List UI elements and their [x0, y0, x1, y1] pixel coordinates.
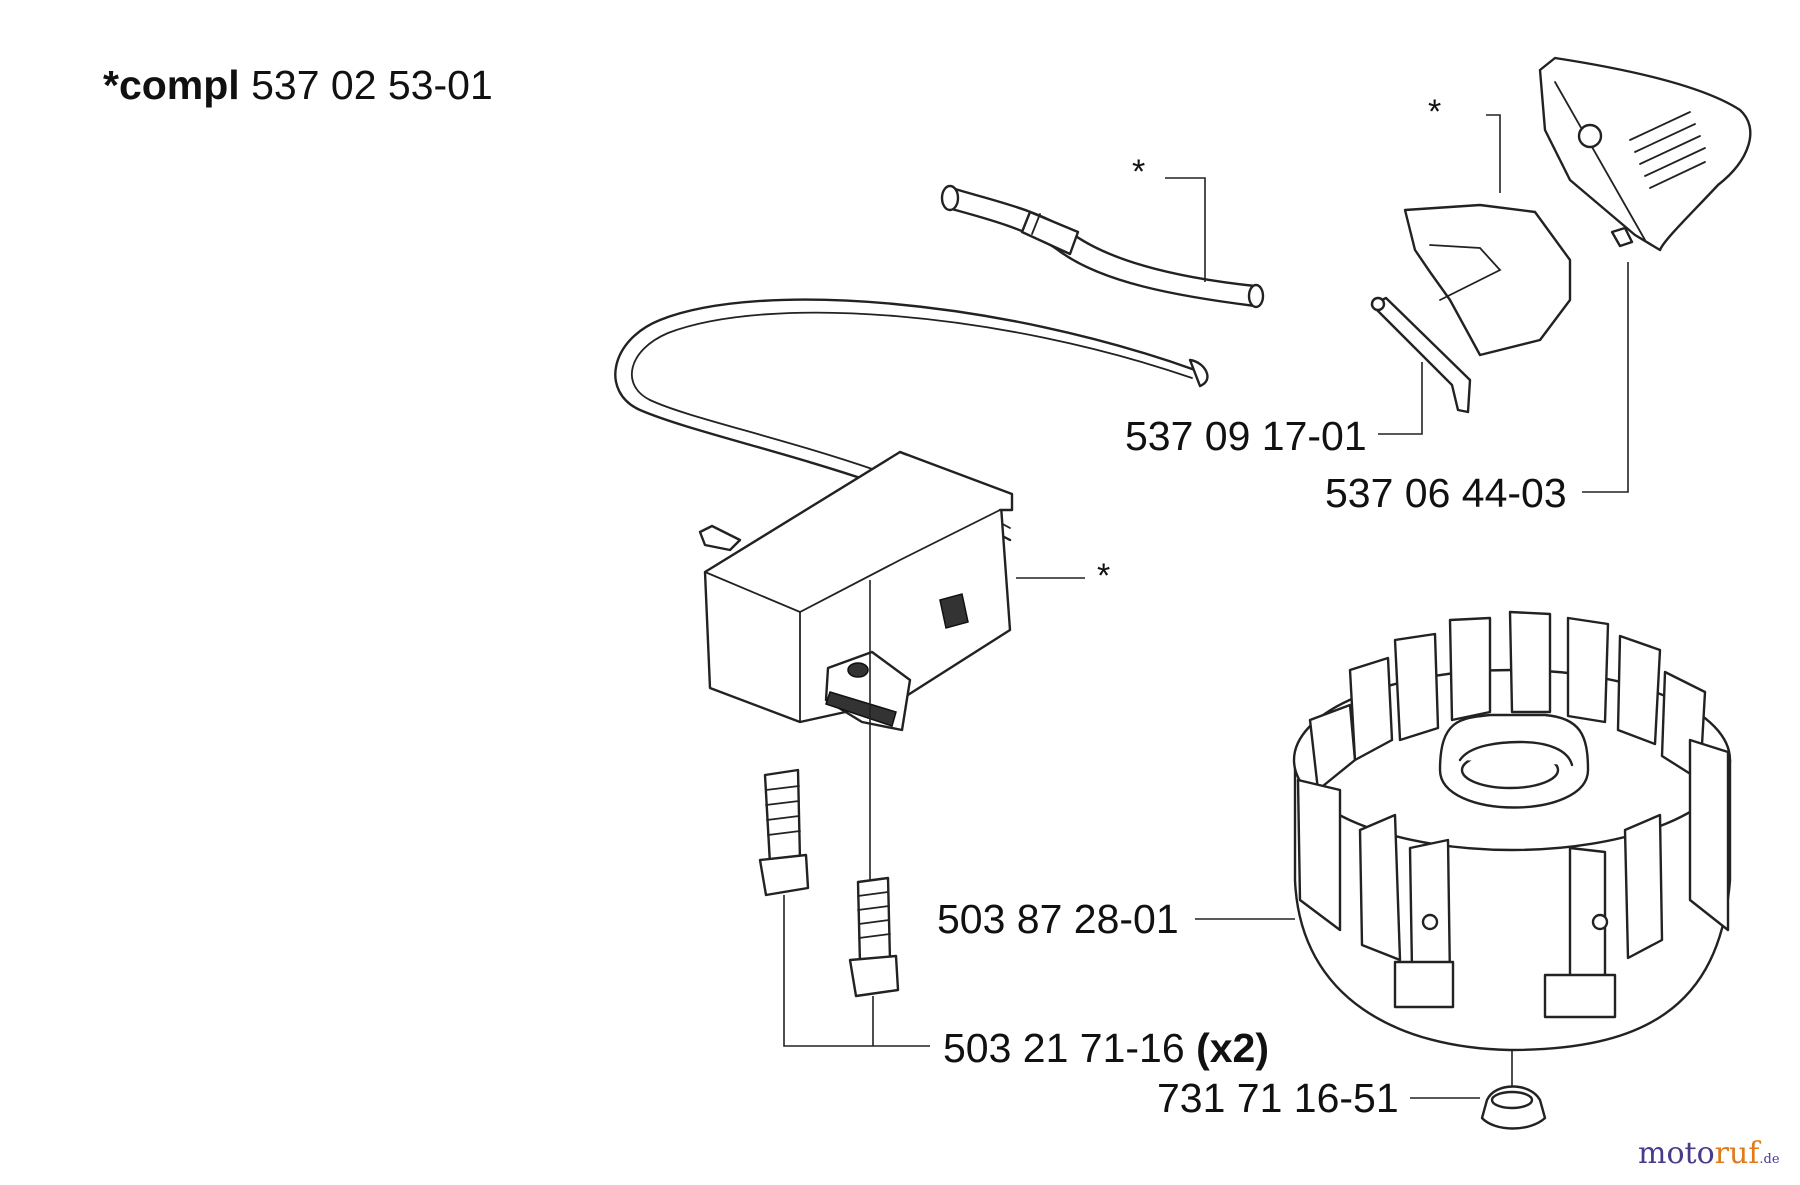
label-spacer: 537 09 17-01: [1125, 413, 1367, 459]
assembly-prefix: *compl: [103, 62, 240, 108]
watermark-logo: motoruf.de: [1638, 1136, 1780, 1171]
flywheel-hub: [1438, 713, 1590, 809]
cover-plate: [1403, 203, 1572, 357]
hose-marker: *: [1132, 153, 1145, 191]
screw-part-number: 503 21 71-16: [943, 1025, 1185, 1071]
leader-lines: [783, 114, 1629, 1099]
screw-right: [848, 876, 900, 998]
flywheel: [1292, 610, 1732, 1095]
label-screw: 503 21 71-16 (x2): [943, 1025, 1269, 1071]
flywheel-fins: [1296, 610, 1730, 982]
screw-quantity: (x2): [1196, 1025, 1269, 1071]
vent-slots-icon: [1629, 111, 1706, 189]
watermark-brand-a: moto: [1638, 1136, 1715, 1171]
coil-marker: *: [1097, 557, 1110, 595]
label-flywheel: 503 87 28-01: [937, 896, 1179, 942]
assembly-title: *compl 537 02 53-01: [103, 62, 493, 108]
nut: [1480, 1085, 1547, 1130]
label-nut: 731 71 16-51: [1157, 1075, 1399, 1121]
spacer-strip: [1370, 296, 1472, 414]
label-air-guide: 537 06 44-03: [1325, 470, 1567, 516]
screw-left: [758, 768, 810, 897]
ignition-coil: [698, 450, 1014, 900]
assembly-number: 537 02 53-01: [251, 62, 493, 108]
cover-plate-marker: *: [1428, 93, 1441, 131]
watermark-brand-b: ruf: [1715, 1136, 1762, 1171]
watermark-suffix: .de: [1759, 1152, 1779, 1167]
ignition-lead: [614, 298, 1209, 542]
rubber-hose: [940, 184, 1265, 309]
air-guide: [1538, 56, 1752, 252]
